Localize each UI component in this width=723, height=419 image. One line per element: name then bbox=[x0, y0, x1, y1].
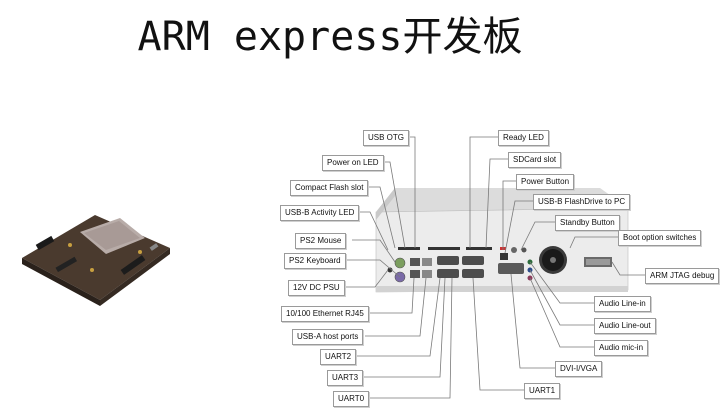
callout-audio-line-in: Audio Line-in bbox=[594, 296, 651, 312]
callout-standby-button: Standby Button bbox=[555, 215, 620, 231]
callout-usba-host-ports: USB-A host ports bbox=[292, 329, 364, 345]
callout-usb-otg: USB OTG bbox=[363, 130, 410, 146]
callout-boot-option-switches: Boot option switches bbox=[618, 230, 702, 246]
leader-lines bbox=[341, 136, 650, 399]
callout-uart3: UART3 bbox=[327, 370, 364, 386]
callout-arm-jtag-debug: ARM JTAG debug bbox=[645, 268, 720, 284]
callout-12v-dc-psu: 12V DC PSU bbox=[288, 280, 345, 296]
page-title: ARM express开发板 bbox=[137, 14, 523, 60]
callout-compact-flash-slot: Compact Flash slot bbox=[290, 180, 369, 196]
callout-uart1: UART1 bbox=[524, 383, 561, 399]
callout-power-on-led: Power on LED bbox=[322, 155, 384, 171]
callout-ps2-mouse: PS2 Mouse bbox=[295, 233, 347, 249]
callout-audio-mic-in: Audio mic-in bbox=[594, 340, 649, 356]
callout-uart0: UART0 bbox=[333, 391, 370, 407]
callout-sdcard-slot: SDCard slot bbox=[508, 152, 562, 168]
callout-power-button: Power Button bbox=[516, 174, 575, 190]
callout-ps2-keyboard: PS2 Keyboard bbox=[284, 253, 346, 269]
dev-board-image bbox=[22, 215, 170, 306]
callout-ethernet: 10/100 Ethernet RJ45 bbox=[281, 306, 369, 322]
callout-usbb-activity-led: USB-B Activity LED bbox=[280, 205, 360, 221]
callout-uart2: UART2 bbox=[320, 349, 357, 365]
callout-audio-line-out: Audio Line-out bbox=[594, 318, 656, 334]
callout-dvi-vga: DVI-I/VGA bbox=[555, 361, 603, 377]
callout-usbb-flashdrive: USB-B FlashDrive to PC bbox=[533, 194, 631, 210]
callout-ready-led: Ready LED bbox=[498, 130, 549, 146]
